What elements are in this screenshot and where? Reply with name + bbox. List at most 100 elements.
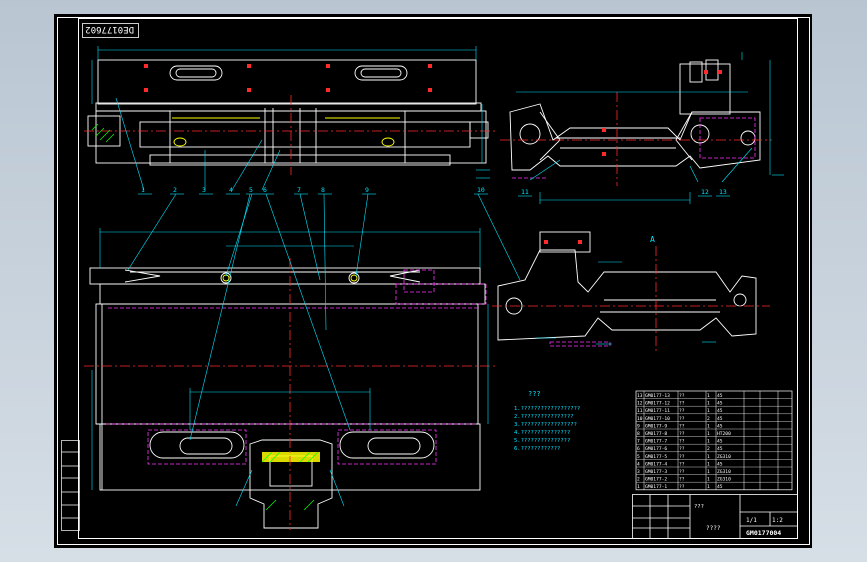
bom-cell: 2 xyxy=(707,446,710,452)
bom-cell: 6 xyxy=(637,446,640,452)
tech-req-line-5: 5.??????????????? xyxy=(514,438,570,444)
bom-cell: ?? xyxy=(679,408,685,414)
tech-req-line-1: 1.?????????????????? xyxy=(514,406,580,412)
bom-cell: 1 xyxy=(707,469,710,475)
main-view-slots xyxy=(149,431,435,459)
bom-cell: GM0177-8 xyxy=(645,431,667,437)
side-view-outline xyxy=(509,59,761,171)
bom-cell: 3 xyxy=(637,469,640,475)
top-view-slots xyxy=(169,65,408,81)
tech-req-line-2: 2.???????????????? xyxy=(514,414,574,420)
main-view-clamp-hatch xyxy=(262,452,320,462)
main-view-clamp-green xyxy=(261,451,319,511)
bom-cell: 45 xyxy=(717,401,723,407)
bom-cell: ?? xyxy=(679,461,685,467)
tech-req-line-4: 4.??????????????? xyxy=(514,430,570,436)
top-view-hatch xyxy=(91,123,115,143)
top-view-holes xyxy=(144,64,432,92)
bom-cell: 4 xyxy=(637,461,640,467)
bom-cell: 1 xyxy=(707,477,710,483)
bom-cell: ?? xyxy=(679,439,685,445)
bom-cell: ?? xyxy=(679,401,685,407)
tech-requirements: ??? 1.?????????????????? 2.?????????????… xyxy=(514,390,580,452)
bom-cell: 7 xyxy=(637,439,640,445)
side-view-circles xyxy=(519,123,756,146)
drawing-sheet: DE0177602 xyxy=(54,14,812,548)
bom-cell: ?? xyxy=(679,446,685,452)
top-view-outline xyxy=(87,59,489,166)
balloon-4: 4 xyxy=(229,186,233,194)
bom-cell: 1 xyxy=(707,408,710,414)
sheet-border xyxy=(57,17,810,545)
bom-cell: ZG310 xyxy=(717,454,731,460)
bom-cell: 1 xyxy=(707,423,710,429)
bom-cell: ?? xyxy=(679,416,685,422)
bom-cell: GM0177-1 xyxy=(645,484,667,490)
bom-cell: GM0177-5 xyxy=(645,454,667,460)
tech-req-line-3: 3.????????????????? xyxy=(514,422,577,428)
cad-drawing: DE0177602 xyxy=(57,17,810,545)
bom-cell: 9 xyxy=(637,423,640,429)
bom-cell: GM0177-4 xyxy=(645,461,667,467)
balloon-3: 3 xyxy=(202,186,206,194)
bom-cell: 45 xyxy=(717,461,723,467)
bom-cell: 10 xyxy=(637,416,643,422)
bom-cell: GM0177-11 xyxy=(645,408,670,414)
bom-cell: GM0177-10 xyxy=(645,416,670,422)
bom-cell: 45 xyxy=(717,484,723,490)
bom-cell: ?? xyxy=(679,477,685,483)
main-view-leaders xyxy=(127,193,369,507)
bom-cell: 45 xyxy=(717,446,723,452)
bom-cell: 45 xyxy=(717,423,723,429)
bom-cell: 45 xyxy=(717,416,723,422)
left-revision-table xyxy=(61,440,80,531)
main-view-dimensions xyxy=(91,228,489,490)
title-block-title: ???? xyxy=(706,525,721,532)
balloon-7: 7 xyxy=(297,186,301,194)
bom-cell: GM0177-7 xyxy=(645,439,667,445)
section-view-outline xyxy=(497,231,757,341)
top-view-dimensions xyxy=(91,46,490,179)
side-view-hidden-lines xyxy=(512,117,756,179)
bom-cell: 1 xyxy=(707,454,710,460)
bom-cell: 2 xyxy=(637,477,640,483)
bom-cell: GM0177-13 xyxy=(645,393,670,399)
tech-req-line-6: 6.???????????? xyxy=(514,446,560,452)
section-label: A xyxy=(650,235,655,244)
tech-requirements-title: ??? xyxy=(528,390,541,398)
bom-cell: ?? xyxy=(679,431,685,437)
balloon-9: 9 xyxy=(365,186,369,194)
bom-frame xyxy=(635,390,793,491)
bom-cell: ?? xyxy=(679,423,685,429)
title-block-sheet: 1/1 xyxy=(746,517,757,524)
balloon-5: 5 xyxy=(249,186,253,194)
bom-cell: GM0177-6 xyxy=(645,446,667,452)
bom-cell: GM0177-12 xyxy=(645,401,670,407)
bom-cell: 1 xyxy=(707,461,710,467)
bom-cell: 2 xyxy=(707,416,710,422)
top-view-yellow-parts xyxy=(172,117,400,147)
bom-cell: ZG310 xyxy=(717,477,731,483)
bom-cell: 12 xyxy=(637,401,643,407)
balloon-6: 6 xyxy=(263,186,267,194)
balloon-8: 8 xyxy=(321,186,325,194)
section-view-red-marks xyxy=(544,240,582,244)
balloon-12: 12 xyxy=(701,188,709,196)
main-view-hidden-lines xyxy=(106,269,487,465)
bom-cell: 1 xyxy=(707,393,710,399)
bom-cell: 13 xyxy=(637,393,643,399)
side-view-red-marks xyxy=(602,70,722,156)
balloon-13: 13 xyxy=(719,188,727,196)
bom-cell: HT200 xyxy=(717,431,731,437)
bom-cell: ?? xyxy=(679,469,685,475)
bom-cell: 5 xyxy=(637,454,640,460)
bom-cell: ?? xyxy=(679,454,685,460)
title-block-designer: ??? xyxy=(694,504,704,510)
balloon-1: 1 xyxy=(141,186,145,194)
bom-cell: GM0177-2 xyxy=(645,477,667,483)
title-block xyxy=(632,494,798,539)
stamp-text: DE0177602 xyxy=(85,24,134,34)
bom-cell: 8 xyxy=(637,431,640,437)
